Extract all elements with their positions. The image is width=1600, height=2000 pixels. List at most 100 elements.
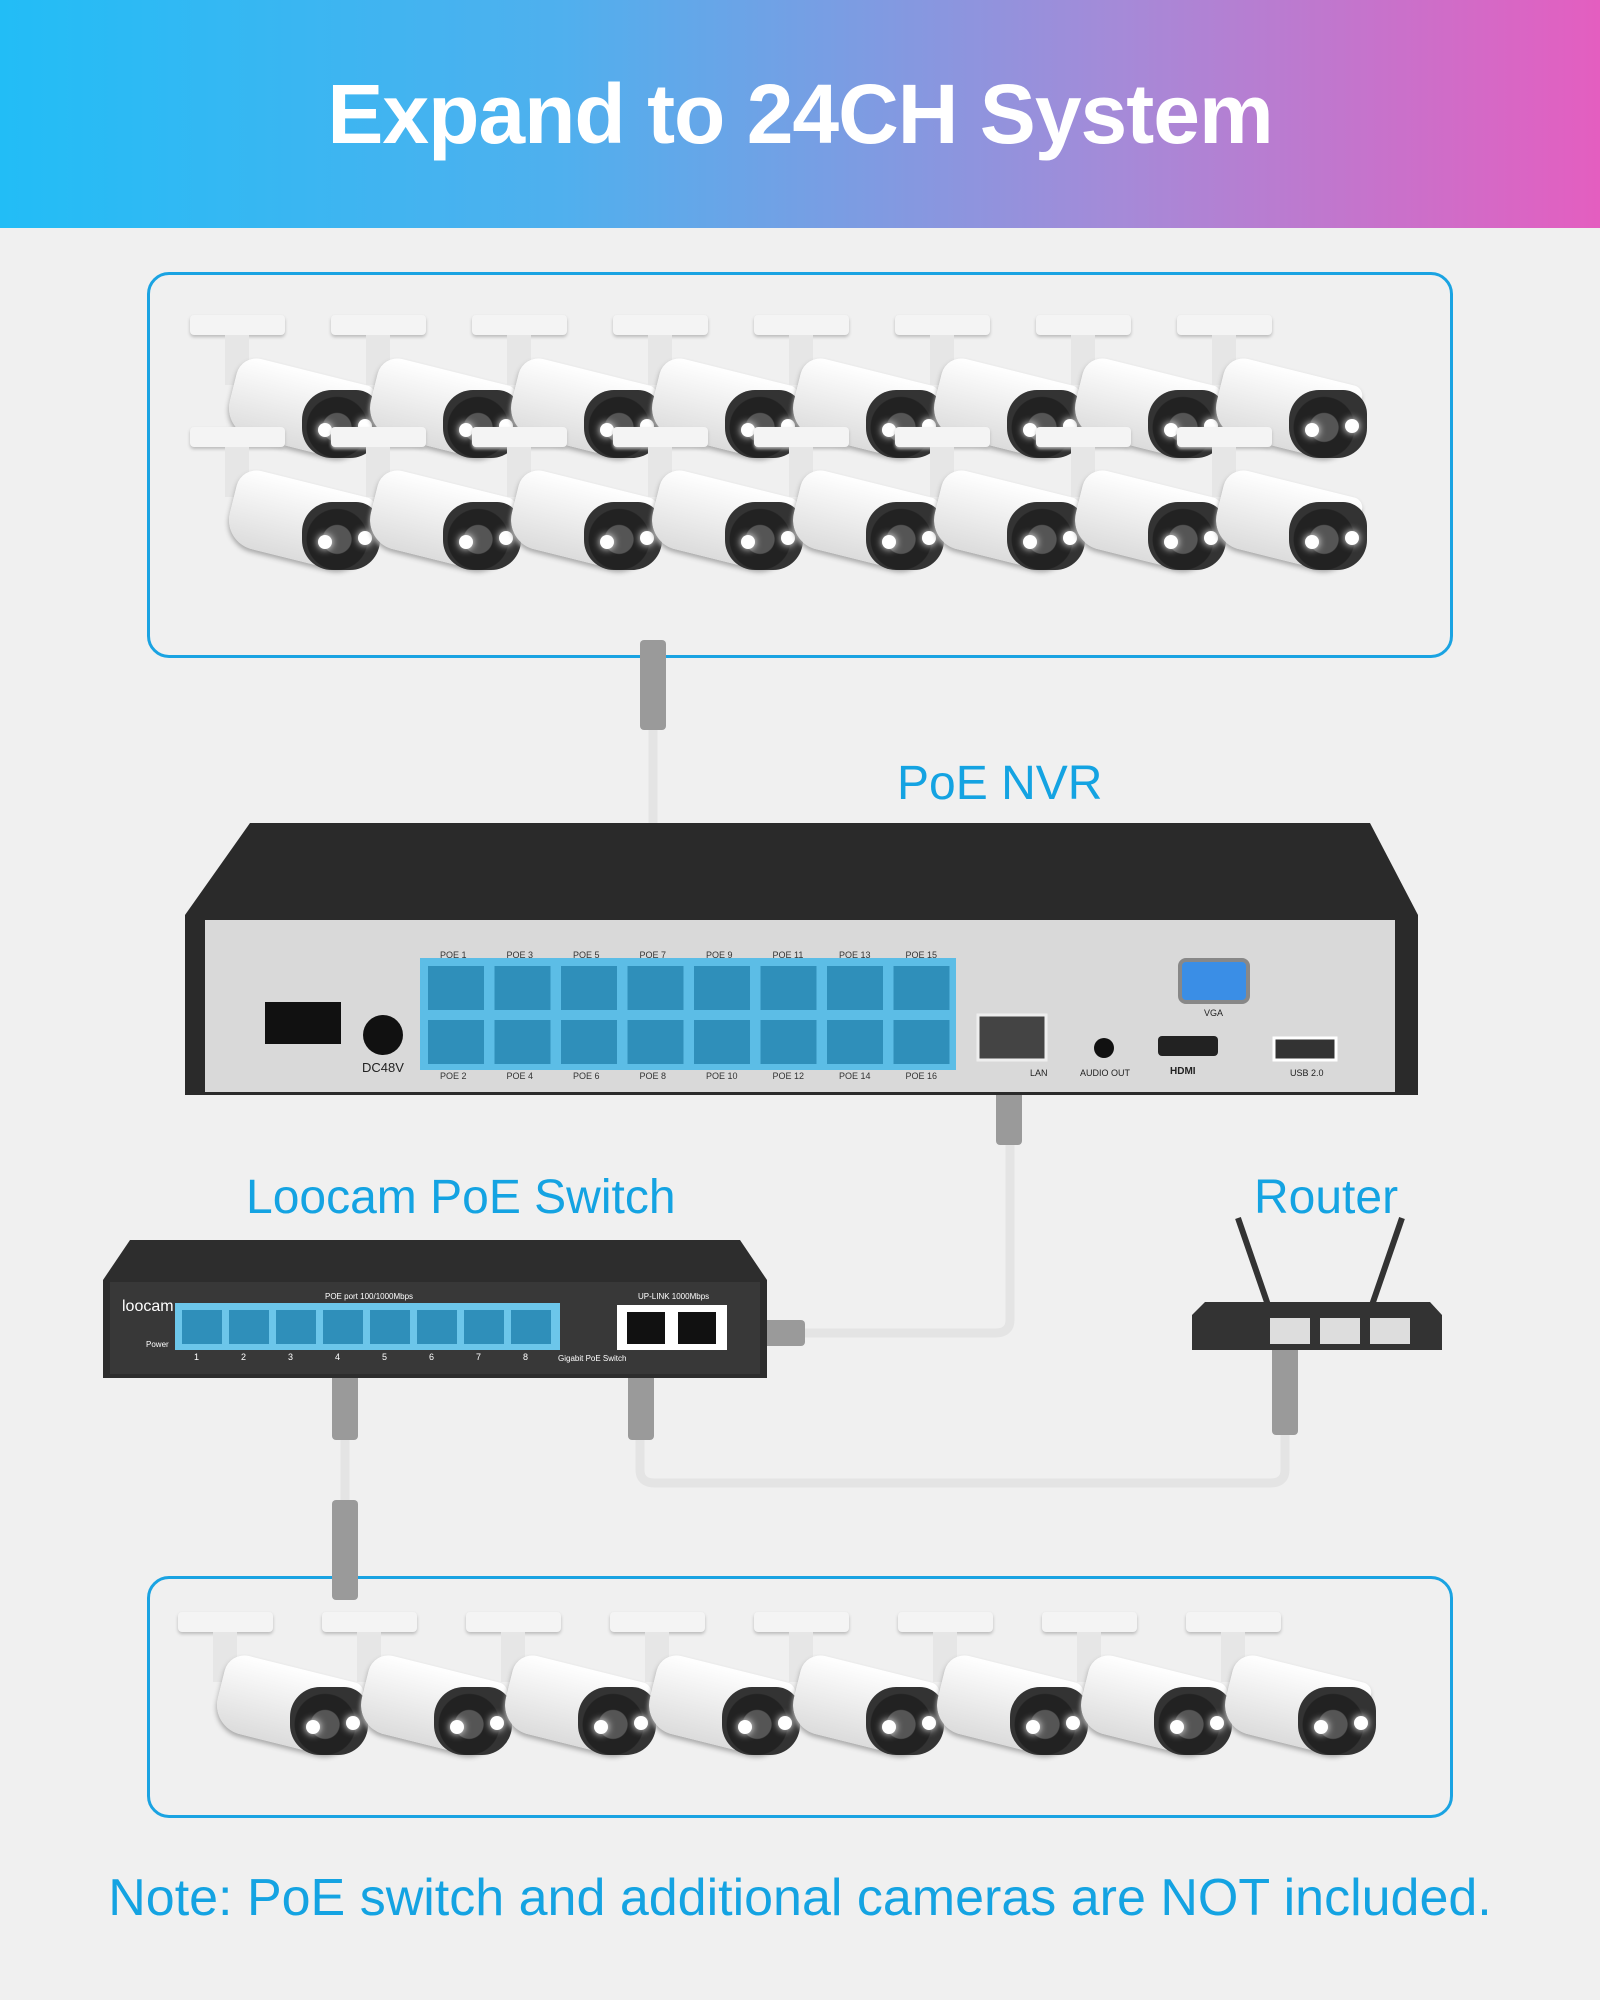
port-label: POE 4	[506, 1071, 534, 1081]
port-number: 7	[476, 1352, 482, 1362]
poe-port	[893, 966, 950, 1010]
camera	[895, 427, 1085, 577]
switch-poe-port	[276, 1310, 316, 1344]
port-number: 8	[523, 1352, 529, 1362]
camera	[190, 427, 380, 577]
camera	[1042, 1612, 1232, 1762]
camera	[613, 427, 803, 577]
switch-poe-port	[511, 1310, 551, 1344]
uplink-port	[627, 1312, 665, 1344]
header-banner: Expand to 24CH System	[0, 0, 1600, 228]
model-label: Gigabit PoE Switch	[558, 1354, 627, 1363]
camera	[466, 1612, 656, 1762]
camera	[1186, 1612, 1376, 1762]
poe-port	[428, 1020, 484, 1064]
uplink-label: UP-LINK 1000Mbps	[638, 1292, 710, 1301]
port-number: 3	[288, 1352, 294, 1362]
poe-port	[627, 966, 684, 1010]
poe-port	[694, 966, 750, 1010]
camera	[610, 1612, 800, 1762]
port-label: POE 2	[440, 1071, 467, 1081]
lan-port	[976, 1013, 1048, 1062]
poe-port	[494, 1020, 551, 1064]
dc-jack	[363, 1015, 403, 1055]
poe-port	[760, 1020, 817, 1064]
port-label: POE 5	[573, 950, 600, 960]
usb-port	[1272, 1036, 1338, 1062]
port-number: 4	[335, 1352, 341, 1362]
poe-port	[627, 1020, 684, 1064]
rj45-plug	[1272, 1330, 1298, 1435]
switch-poe-port	[323, 1310, 363, 1344]
hdmi-port	[1158, 1036, 1218, 1056]
switch-poe-port	[464, 1310, 504, 1344]
hdmi-label: HDMI	[1170, 1066, 1196, 1077]
nvr-label: PoE NVR	[897, 757, 1103, 810]
switch-poe-port	[182, 1310, 222, 1344]
port-label: POE 12	[772, 1071, 805, 1081]
switch-camera-group	[147, 1576, 1453, 1818]
port-label: POE 15	[905, 950, 938, 960]
camera	[898, 1612, 1088, 1762]
rj45-plug	[332, 1500, 358, 1600]
cable-switch-router	[635, 1415, 1290, 1488]
poe-port	[827, 1020, 883, 1064]
switch-poe-port	[417, 1310, 457, 1344]
camera	[1177, 315, 1367, 465]
poe-nvr	[185, 823, 1418, 1095]
camera	[895, 315, 1085, 465]
port-number: 2	[241, 1352, 247, 1362]
port-label: POE 7	[639, 950, 667, 960]
note-text: Note: PoE switch and additional cameras …	[108, 1869, 1492, 1927]
port-label: POE 8	[639, 1071, 667, 1081]
camera	[754, 315, 944, 465]
poe-switch	[103, 1240, 767, 1378]
poe-port	[561, 966, 617, 1010]
port-number: 5	[382, 1352, 388, 1362]
camera	[754, 1612, 944, 1762]
audio-label: AUDIO OUT	[1080, 1068, 1131, 1078]
audio-out-jack	[1094, 1038, 1114, 1058]
router	[1192, 1217, 1442, 1350]
poe-port	[561, 1020, 617, 1064]
poe-port	[760, 966, 817, 1010]
port-label: POE 10	[706, 1071, 738, 1081]
camera	[472, 427, 662, 577]
camera	[331, 427, 521, 577]
poe-port	[494, 966, 551, 1010]
port-label: POE 11	[772, 950, 804, 960]
switch-brand: loocam	[122, 1298, 174, 1315]
uplink-port	[678, 1312, 716, 1344]
poe-port	[694, 1020, 750, 1064]
camera	[754, 427, 944, 577]
power-label: Power	[146, 1340, 169, 1349]
poe-port-label: POE port 100/1000Mbps	[325, 1292, 414, 1301]
poe-port	[827, 966, 883, 1010]
poe-port	[428, 966, 484, 1010]
camera	[322, 1612, 512, 1762]
vga-label: VGA	[1204, 1008, 1224, 1018]
router-label: Router	[1254, 1171, 1399, 1224]
switch-poe-port	[229, 1310, 269, 1344]
camera	[1036, 427, 1226, 577]
port-number: 6	[429, 1352, 435, 1362]
cable-nvr-switch	[775, 1105, 1015, 1338]
power-switch	[265, 1002, 341, 1044]
switch-label: Loocam PoE Switch	[246, 1171, 676, 1224]
port-label: POE 16	[905, 1071, 938, 1081]
camera	[178, 1612, 368, 1762]
vga-port	[1178, 958, 1250, 1004]
port-label: POE 6	[573, 1071, 600, 1081]
switch-poe-port	[370, 1310, 410, 1344]
rj45-plug	[640, 640, 666, 730]
port-label: POE 13	[839, 950, 871, 960]
port-label: POE 3	[506, 950, 534, 960]
camera	[1036, 315, 1226, 465]
port-label: POE 14	[839, 1071, 871, 1081]
dc-label: DC48V	[362, 1060, 404, 1075]
camera	[1177, 427, 1367, 577]
usb-label: USB 2.0	[1290, 1068, 1324, 1078]
title: Expand to 24CH System	[327, 66, 1273, 161]
port-label: POE 9	[706, 950, 733, 960]
